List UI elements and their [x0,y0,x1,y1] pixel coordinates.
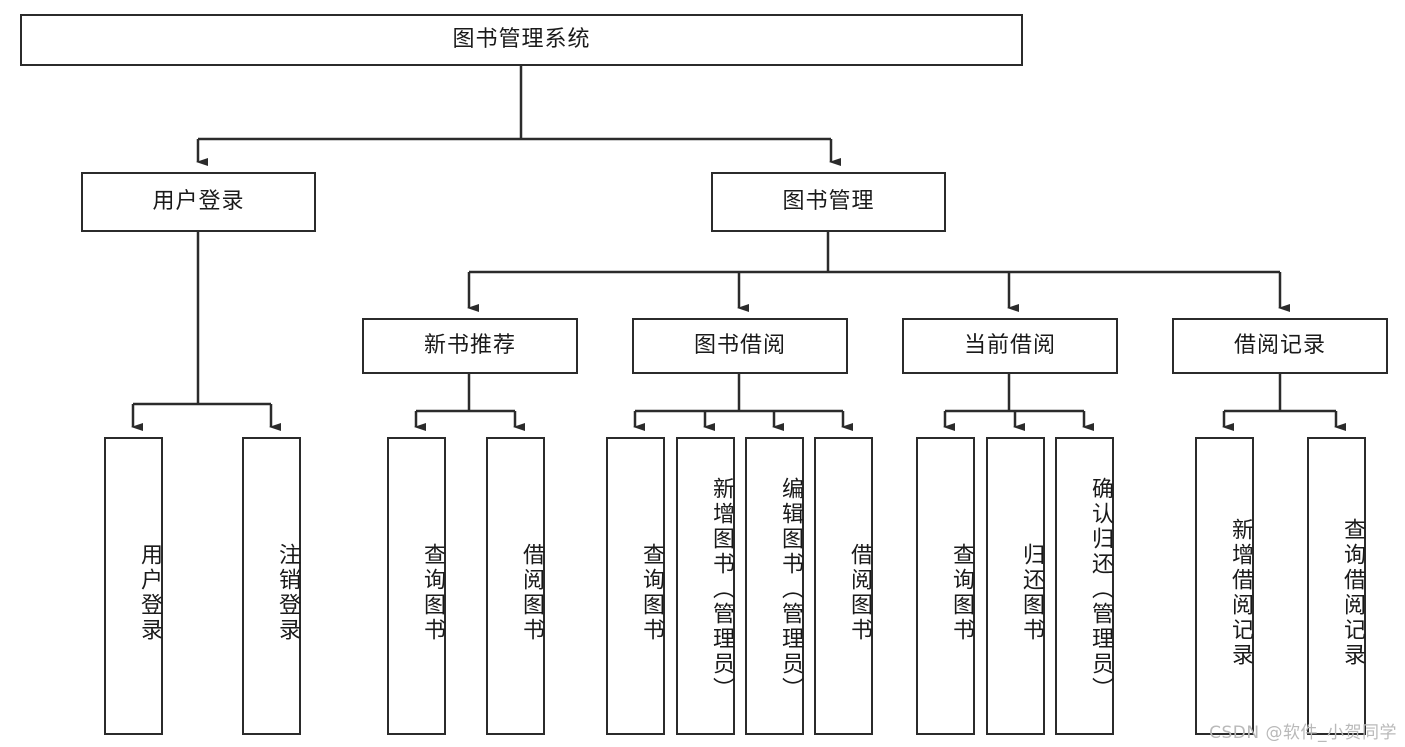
node-label: 用户登录 [137,543,162,643]
leaf-borrow-books-recommend[interactable]: 借阅图书 [486,437,545,735]
node-label: 当前借阅 [963,332,1056,358]
leaf-borrow-books-borrow[interactable]: 借阅图书 [814,437,873,735]
node-label: 图书管理 [782,188,875,214]
node-label: 新增借阅记录 [1228,518,1253,668]
node-book-borrow[interactable]: 图书借阅 [632,318,848,374]
leaf-search-books-current[interactable]: 查询图书 [916,437,975,735]
csdn-watermark: CSDN @软件_小贺同学 [1209,723,1397,743]
node-current-borrow[interactable]: 当前借阅 [902,318,1118,374]
node-new-book-recommend[interactable]: 新书推荐 [362,318,578,374]
leaf-edit-book-admin[interactable]: 编辑图书（管理员） [745,437,804,735]
leaf-return-books[interactable]: 归还图书 [986,437,1045,735]
node-label: 编辑图书（管理员） [778,476,803,702]
leaf-confirm-return-admin[interactable]: 确认归还（管理员） [1055,437,1114,735]
node-label: 借阅记录 [1233,332,1326,358]
node-borrow-records[interactable]: 借阅记录 [1172,318,1388,374]
node-label: 新增图书（管理员） [709,476,734,702]
node-label: 归还图书 [1019,543,1044,643]
leaf-add-book-admin[interactable]: 新增图书（管理员） [676,437,735,735]
node-label: 查询借阅记录 [1340,518,1365,668]
leaf-search-books-recommend[interactable]: 查询图书 [387,437,446,735]
leaf-add-borrow-record[interactable]: 新增借阅记录 [1195,437,1254,735]
node-label: 图书管理系统 [452,26,591,52]
node-book-management[interactable]: 图书管理 [711,172,946,232]
node-label: 确认归还（管理员） [1088,476,1113,702]
leaf-search-books-borrow[interactable]: 查询图书 [606,437,665,735]
node-root[interactable]: 图书管理系统 [20,14,1023,66]
leaf-search-borrow-record[interactable]: 查询借阅记录 [1307,437,1366,735]
node-label: 借阅图书 [519,543,544,643]
node-label: 注销登录 [275,543,300,643]
node-label: 查询图书 [639,543,664,643]
leaf-logout[interactable]: 注销登录 [242,437,301,735]
node-label: 借阅图书 [847,543,872,643]
node-label: 查询图书 [420,543,445,643]
leaf-user-login[interactable]: 用户登录 [104,437,163,735]
node-label: 图书借阅 [693,332,786,358]
node-label: 用户登录 [152,188,245,214]
node-label: 查询图书 [949,543,974,643]
node-user-login[interactable]: 用户登录 [81,172,316,232]
node-label: 新书推荐 [423,332,516,358]
